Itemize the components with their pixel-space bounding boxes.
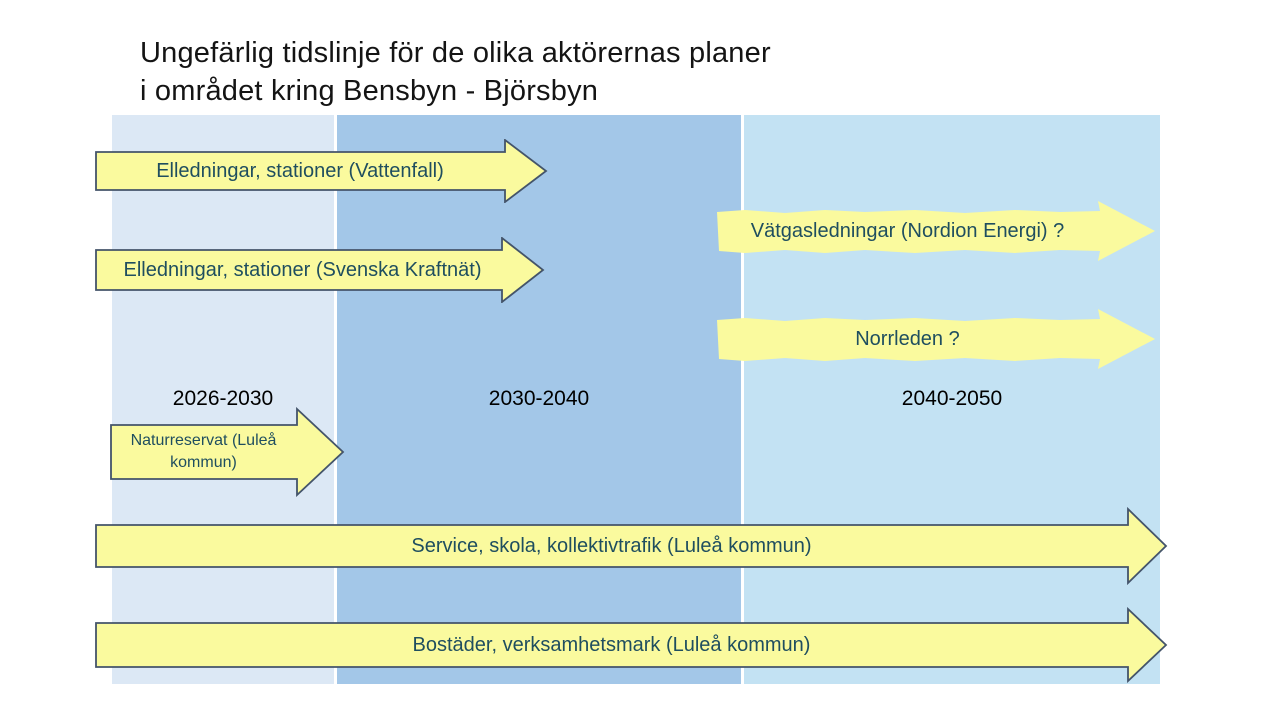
period-label-2026-2030: 2026-2030 <box>172 387 274 410</box>
right-arrow-shape <box>95 237 545 303</box>
period-column-2030-2040 <box>337 115 741 684</box>
arrow-nordion-energi-label: Vätgasledningar (Nordion Energi) ? <box>750 219 1065 242</box>
period-label-2040-2050: 2040-2050 <box>901 387 1003 410</box>
period-column-2040-2050 <box>744 115 1160 684</box>
arrow-norrleden-label: Norrleden ? <box>855 327 960 350</box>
timeline-title-line1: Ungefärlig tidslinje för de olika aktöre… <box>140 37 771 69</box>
right-arrow-shape <box>95 607 1168 683</box>
arrow-vattenfall: Elledningar, stationer (Vattenfall) <box>95 139 548 203</box>
timeline-title: Ungefärlig tidslinje för de olika aktöre… <box>140 34 771 110</box>
right-arrow-shape <box>110 407 345 497</box>
arrow-service: Service, skola, kollektivtrafik (Luleå k… <box>95 507 1168 585</box>
arrow-naturreservat-label: Naturreservat (Luleå kommun) <box>130 432 277 471</box>
arrow-norrleden: Norrleden ? <box>715 306 1155 372</box>
arrow-naturreservat: Naturreservat (Luleå kommun) <box>110 407 345 497</box>
timeline-title-line2: i området kring Bensbyn - Björsbyn <box>140 75 599 107</box>
right-arrow-shape <box>95 507 1168 585</box>
arrow-nordion-energi: Vätgasledningar (Nordion Energi) ? <box>715 198 1155 264</box>
arrow-bostader-label: Bostäder, verksamhetsmark (Luleå kommun) <box>412 633 811 656</box>
sketchy-right-arrow-shape <box>717 201 1155 261</box>
period-label-2030-2040: 2030-2040 <box>488 387 590 410</box>
period-column-2026-2030 <box>112 115 334 684</box>
right-arrow-shape <box>95 139 548 203</box>
arrow-vattenfall-label: Elledningar, stationer (Vattenfall) <box>156 159 444 182</box>
arrow-svenska-kraftnat: Elledningar, stationer (Svenska Kraftnät… <box>95 237 545 303</box>
arrow-service-label: Service, skola, kollektivtrafik (Luleå k… <box>411 534 812 557</box>
arrow-svenska-kraftnat-label: Elledningar, stationer (Svenska Kraftnät… <box>123 258 482 281</box>
arrow-bostader: Bostäder, verksamhetsmark (Luleå kommun) <box>95 607 1168 683</box>
sketchy-right-arrow-shape <box>717 309 1155 369</box>
